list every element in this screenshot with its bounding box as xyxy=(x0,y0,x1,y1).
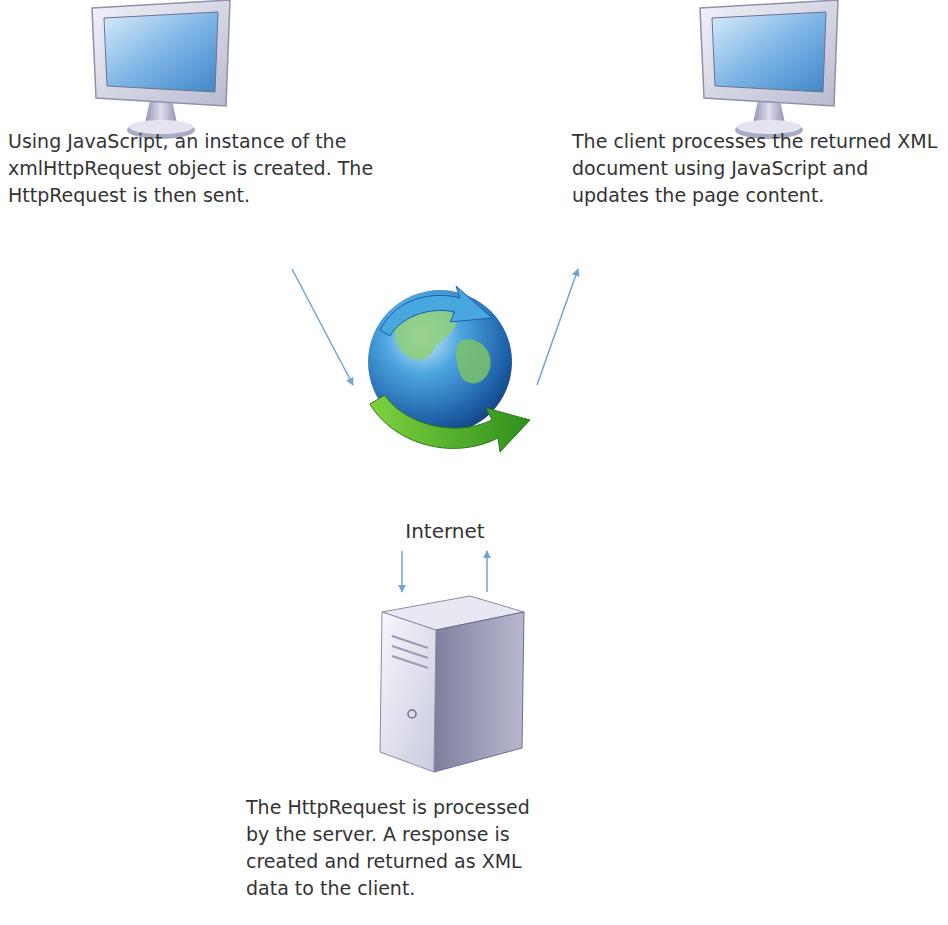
node-text: The client processes the returned XML do… xyxy=(572,128,944,209)
flow-arrow xyxy=(401,551,403,592)
flow-arrow xyxy=(537,269,578,385)
node-text: Using JavaScript, an instance of the xml… xyxy=(8,128,438,209)
internet-node: Internet xyxy=(355,280,535,545)
flow-arrow xyxy=(486,551,488,592)
client-monitor xyxy=(92,0,230,139)
client-caption: The client processes the returned XML do… xyxy=(572,0,944,209)
server-tower xyxy=(380,596,524,772)
client-monitor xyxy=(700,0,838,139)
node-text: The HttpRequest is processed by the serv… xyxy=(246,794,538,902)
server-caption: The HttpRequest is processed by the serv… xyxy=(246,596,538,902)
node-text: Internet xyxy=(355,518,535,545)
client-caption: Using JavaScript, an instance of the xml… xyxy=(8,0,438,209)
flow-arrow xyxy=(292,269,353,385)
internet-globe xyxy=(368,286,530,452)
